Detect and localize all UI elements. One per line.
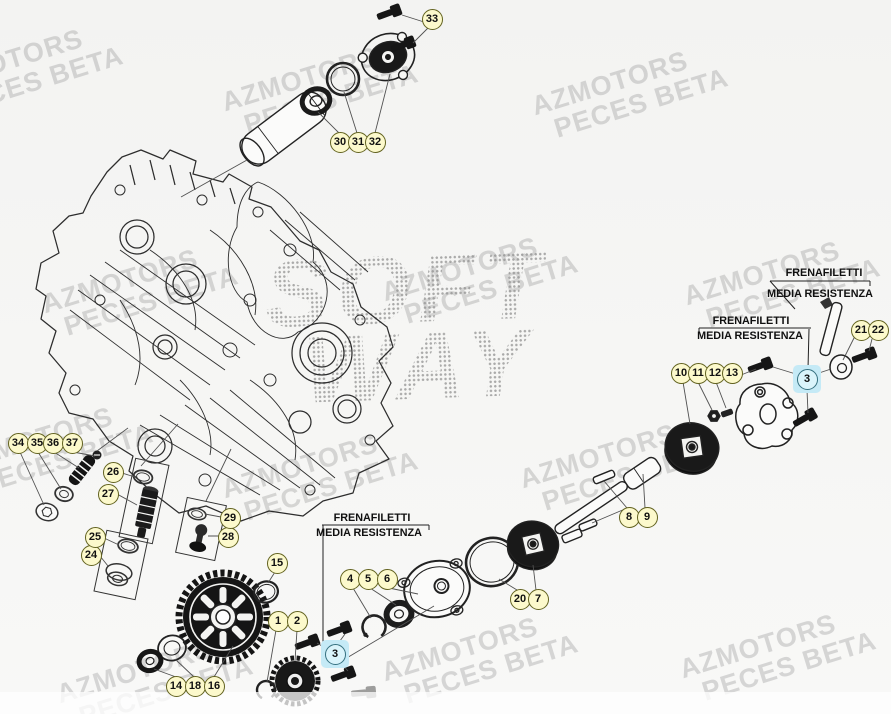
callout-29[interactable]: 29 bbox=[219, 507, 241, 529]
valve-cup-drawing bbox=[105, 562, 133, 587]
callout-14[interactable]: 14 bbox=[165, 675, 187, 697]
callout-18[interactable]: 18 bbox=[184, 675, 206, 697]
oil-pump-group-drawing bbox=[554, 297, 878, 544]
drive-gear-drawing bbox=[269, 655, 321, 707]
note-1-line1: FRENAFILETTI bbox=[786, 267, 863, 279]
plug-washer-drawing bbox=[54, 485, 74, 503]
callout-4[interactable]: 4 bbox=[339, 568, 361, 590]
pump-nut-drawing bbox=[707, 410, 721, 422]
note-1-line2: MEDIA RESISTENZA bbox=[767, 288, 873, 300]
callout-15[interactable]: 15 bbox=[266, 552, 288, 574]
callout-24[interactable]: 24 bbox=[80, 544, 102, 566]
oil-screen-box-drawing bbox=[118, 457, 170, 545]
lever-arm-drawing bbox=[819, 297, 853, 380]
callout-37[interactable]: 37 bbox=[61, 432, 83, 454]
callout-3[interactable]: 3 bbox=[796, 368, 818, 390]
callout-28[interactable]: 28 bbox=[217, 526, 239, 548]
dowel-pin-drawing bbox=[561, 469, 616, 544]
valve-oring-drawing bbox=[117, 538, 139, 554]
callout-25[interactable]: 25 bbox=[84, 526, 106, 548]
pump-shaft-drawing bbox=[554, 456, 662, 535]
pump-plate-drawing bbox=[397, 558, 471, 619]
oil-screen-drawing bbox=[135, 486, 159, 538]
callout-12[interactable]: 12 bbox=[704, 362, 726, 384]
shaft-seal-drawing bbox=[383, 599, 415, 629]
callout-11[interactable]: 11 bbox=[687, 362, 709, 384]
pump-plate-group-drawing bbox=[293, 516, 563, 700]
small-oring-drawing bbox=[252, 580, 280, 604]
callout-1[interactable]: 1 bbox=[267, 610, 289, 632]
note-3-line1: FRENAFILETTI bbox=[334, 512, 411, 524]
pump-rotor-right-drawing bbox=[658, 416, 725, 481]
callout-32[interactable]: 32 bbox=[364, 131, 386, 153]
callout-13[interactable]: 13 bbox=[721, 362, 743, 384]
sensor-plug-drawing bbox=[189, 524, 208, 552]
oil-filter-cartridge-drawing bbox=[239, 91, 327, 167]
gear-seal-drawing bbox=[136, 648, 164, 674]
callout-2[interactable]: 2 bbox=[286, 610, 308, 632]
filter-seal-drawing bbox=[299, 86, 333, 116]
gears-group-drawing bbox=[136, 569, 321, 707]
callout-34[interactable]: 34 bbox=[7, 432, 29, 454]
callout-31[interactable]: 31 bbox=[347, 131, 369, 153]
callout-3[interactable]: 3 bbox=[324, 643, 346, 665]
pump-cover-drawing bbox=[735, 382, 799, 450]
engine-crankcase-drawing bbox=[35, 149, 394, 522]
small-screw-drawing bbox=[92, 450, 102, 460]
callout-27[interactable]: 27 bbox=[97, 483, 119, 505]
left-parts-group-drawing bbox=[35, 450, 227, 601]
sensor-washer-drawing bbox=[187, 507, 207, 521]
callout-9[interactable]: 9 bbox=[636, 506, 658, 528]
callout-5[interactable]: 5 bbox=[357, 568, 379, 590]
note-2-line1: FRENAFILETTI bbox=[713, 315, 790, 327]
callout-36[interactable]: 36 bbox=[42, 432, 64, 454]
pump-pin-drawing bbox=[720, 408, 734, 418]
callout-7[interactable]: 7 bbox=[527, 588, 549, 610]
callout-33[interactable]: 33 bbox=[421, 8, 443, 30]
spring-drawing bbox=[68, 454, 96, 486]
oil-filter-group-drawing bbox=[239, 2, 417, 167]
note-labels: FRENAFILETTI MEDIA RESISTENZA FRENAFILET… bbox=[316, 267, 873, 651]
callout-26[interactable]: 26 bbox=[102, 461, 124, 483]
gear-circlip-drawing bbox=[255, 679, 277, 701]
arm-bolt-drawing bbox=[850, 345, 878, 366]
callout-22[interactable]: 22 bbox=[867, 319, 889, 341]
note-2-line2: MEDIA RESISTENZA bbox=[697, 330, 803, 342]
callout-6[interactable]: 6 bbox=[376, 568, 398, 590]
filter-oring-drawing bbox=[325, 61, 361, 97]
circlip-drawing bbox=[361, 614, 387, 640]
driven-gear-drawing bbox=[175, 569, 271, 665]
callout-16[interactable]: 16 bbox=[203, 675, 225, 697]
note-3-line2: MEDIA RESISTENZA bbox=[316, 527, 422, 539]
drain-plug-drawing bbox=[35, 502, 59, 522]
screen-oring-drawing bbox=[132, 469, 154, 485]
